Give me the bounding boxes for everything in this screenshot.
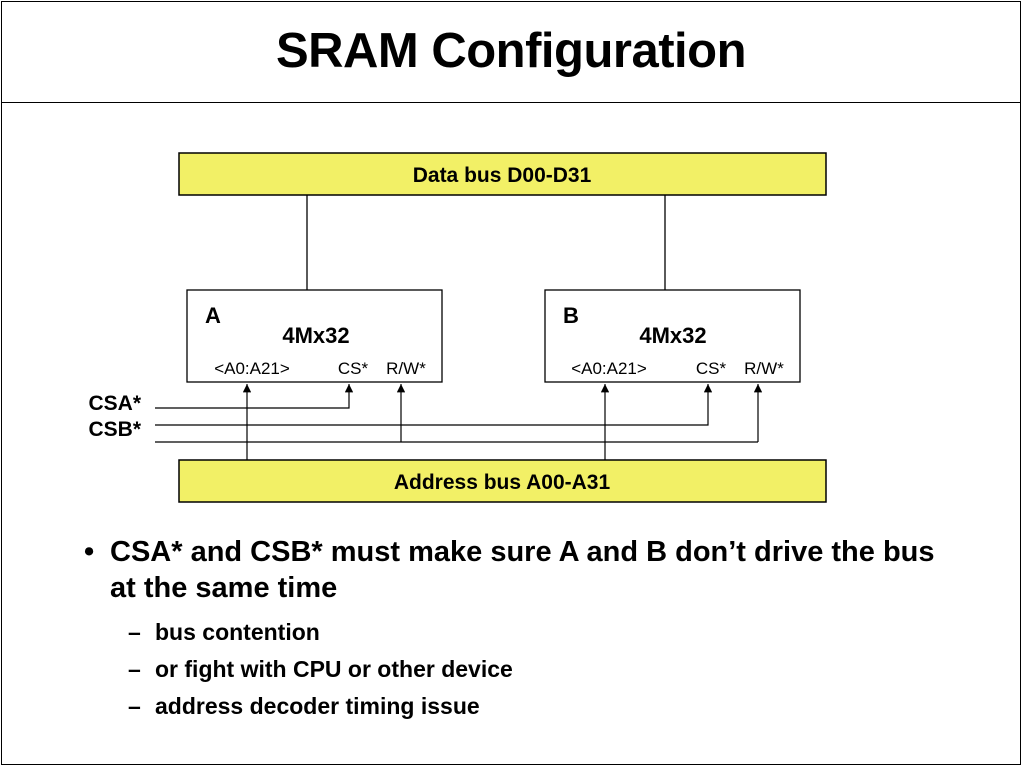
main-bullet: • CSA* and CSB* must make sure A and B d… <box>80 534 940 606</box>
csa-wire <box>155 384 354 409</box>
sub-bullet-text: address decoder timing issue <box>155 693 480 719</box>
chip-a-size: 4Mx32 <box>282 323 349 348</box>
sub-bullet: – or fight with CPU or other device <box>80 651 940 688</box>
sub-bullet-dash: – <box>128 619 141 645</box>
chip-b-cs-pin: CS* <box>696 359 727 378</box>
csb-wire <box>155 384 713 426</box>
chip-b-letter: B <box>563 303 579 328</box>
sub-bullet-text: bus contention <box>155 619 320 645</box>
chip-a-addr-pin: <A0:A21> <box>214 359 290 378</box>
chip-b-addr-pin: <A0:A21> <box>571 359 647 378</box>
chip-b-box <box>544 289 801 383</box>
address-bus-bar <box>178 459 827 503</box>
bullet-dot: • <box>84 536 95 568</box>
chip-b-rw-pin: R/W* <box>744 359 784 378</box>
data-bus-bar <box>178 152 827 196</box>
sub-bullet-dash: – <box>128 656 141 682</box>
chip-a-box <box>186 289 443 383</box>
main-bullet-text: CSA* and CSB* must make sure A and B don… <box>110 536 935 604</box>
sub-bullet: – bus contention <box>80 614 940 651</box>
data-bus-label: Data bus D00-D31 <box>413 164 592 187</box>
sub-bullet-list: – bus contention – or fight with CPU or … <box>80 614 940 725</box>
sub-bullet: – address decoder timing issue <box>80 688 940 725</box>
bullet-list: • CSA* and CSB* must make sure A and B d… <box>80 534 940 725</box>
address-bus-label: Address bus A00-A31 <box>394 471 611 494</box>
csa-signal-label: CSA* <box>88 392 141 415</box>
chip-a-letter: A <box>205 303 221 328</box>
chip-a-cs-pin: CS* <box>338 359 369 378</box>
sub-bullet-dash: – <box>128 693 141 719</box>
chip-a-rw-pin: R/W* <box>386 359 426 378</box>
csb-signal-label: CSB* <box>88 418 141 441</box>
chip-b-size: 4Mx32 <box>639 323 706 348</box>
sub-bullet-text: or fight with CPU or other device <box>155 656 513 682</box>
title-bar: SRAM Configuration <box>1 1 1021 103</box>
slide-title: SRAM Configuration <box>275 24 747 78</box>
